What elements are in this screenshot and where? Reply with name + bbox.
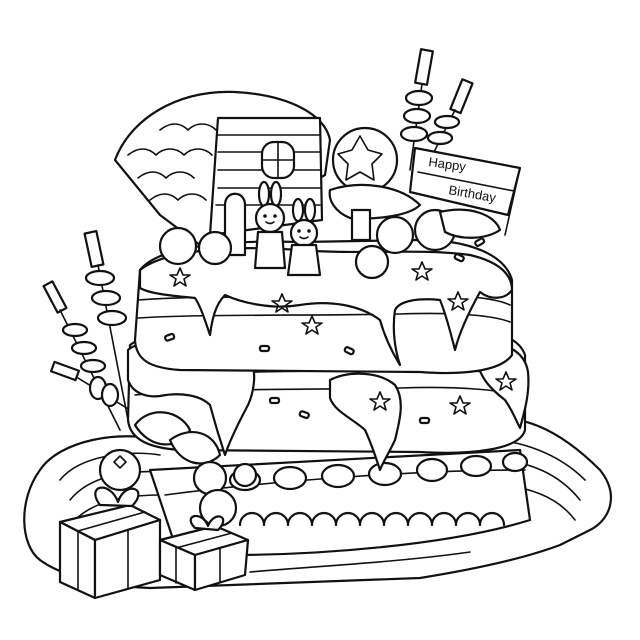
- top-decorations: [158, 126, 502, 280]
- sign-line-1: Happy: [428, 154, 468, 174]
- mushroom-stem: [350, 208, 372, 242]
- wafer-house: [113, 90, 332, 257]
- upper-cake-tier: [133, 237, 514, 375]
- right-candle-sticks: [399, 48, 474, 171]
- upper-tier-stars: [169, 261, 469, 335]
- gift-bow-large: [94, 486, 140, 508]
- candy-ball: [232, 462, 258, 488]
- leaf-top-right: [438, 208, 502, 239]
- leaf-left-2: [168, 431, 222, 465]
- right-fruit-2: [375, 215, 415, 255]
- sprinkles-lower: [268, 396, 431, 425]
- house-window: [260, 140, 296, 180]
- bunny-figure-1: [253, 180, 287, 270]
- base-scallop-row: [238, 511, 506, 527]
- fruit-flower: [337, 135, 383, 181]
- mushroom-cap: [328, 183, 422, 220]
- gift-box-small: [158, 515, 250, 592]
- gift-bow-small: [189, 515, 225, 532]
- cherry-left: [158, 226, 198, 266]
- house-door: [223, 192, 247, 257]
- happy-birthday-sign: Happy Birthday: [408, 146, 522, 236]
- right-fruit-3: [354, 244, 390, 280]
- gift-box-large: [58, 486, 162, 600]
- round-fruit: [331, 126, 399, 194]
- cherry-left-2: [197, 230, 233, 266]
- lower-tier-stars: [369, 371, 517, 415]
- left-candle-sticks: [42, 230, 131, 431]
- lower-left-fruits: [98, 411, 258, 528]
- sprinkles-upper: [164, 237, 486, 356]
- orange-fruit: [98, 448, 142, 492]
- bunny-figure-2: [286, 197, 322, 277]
